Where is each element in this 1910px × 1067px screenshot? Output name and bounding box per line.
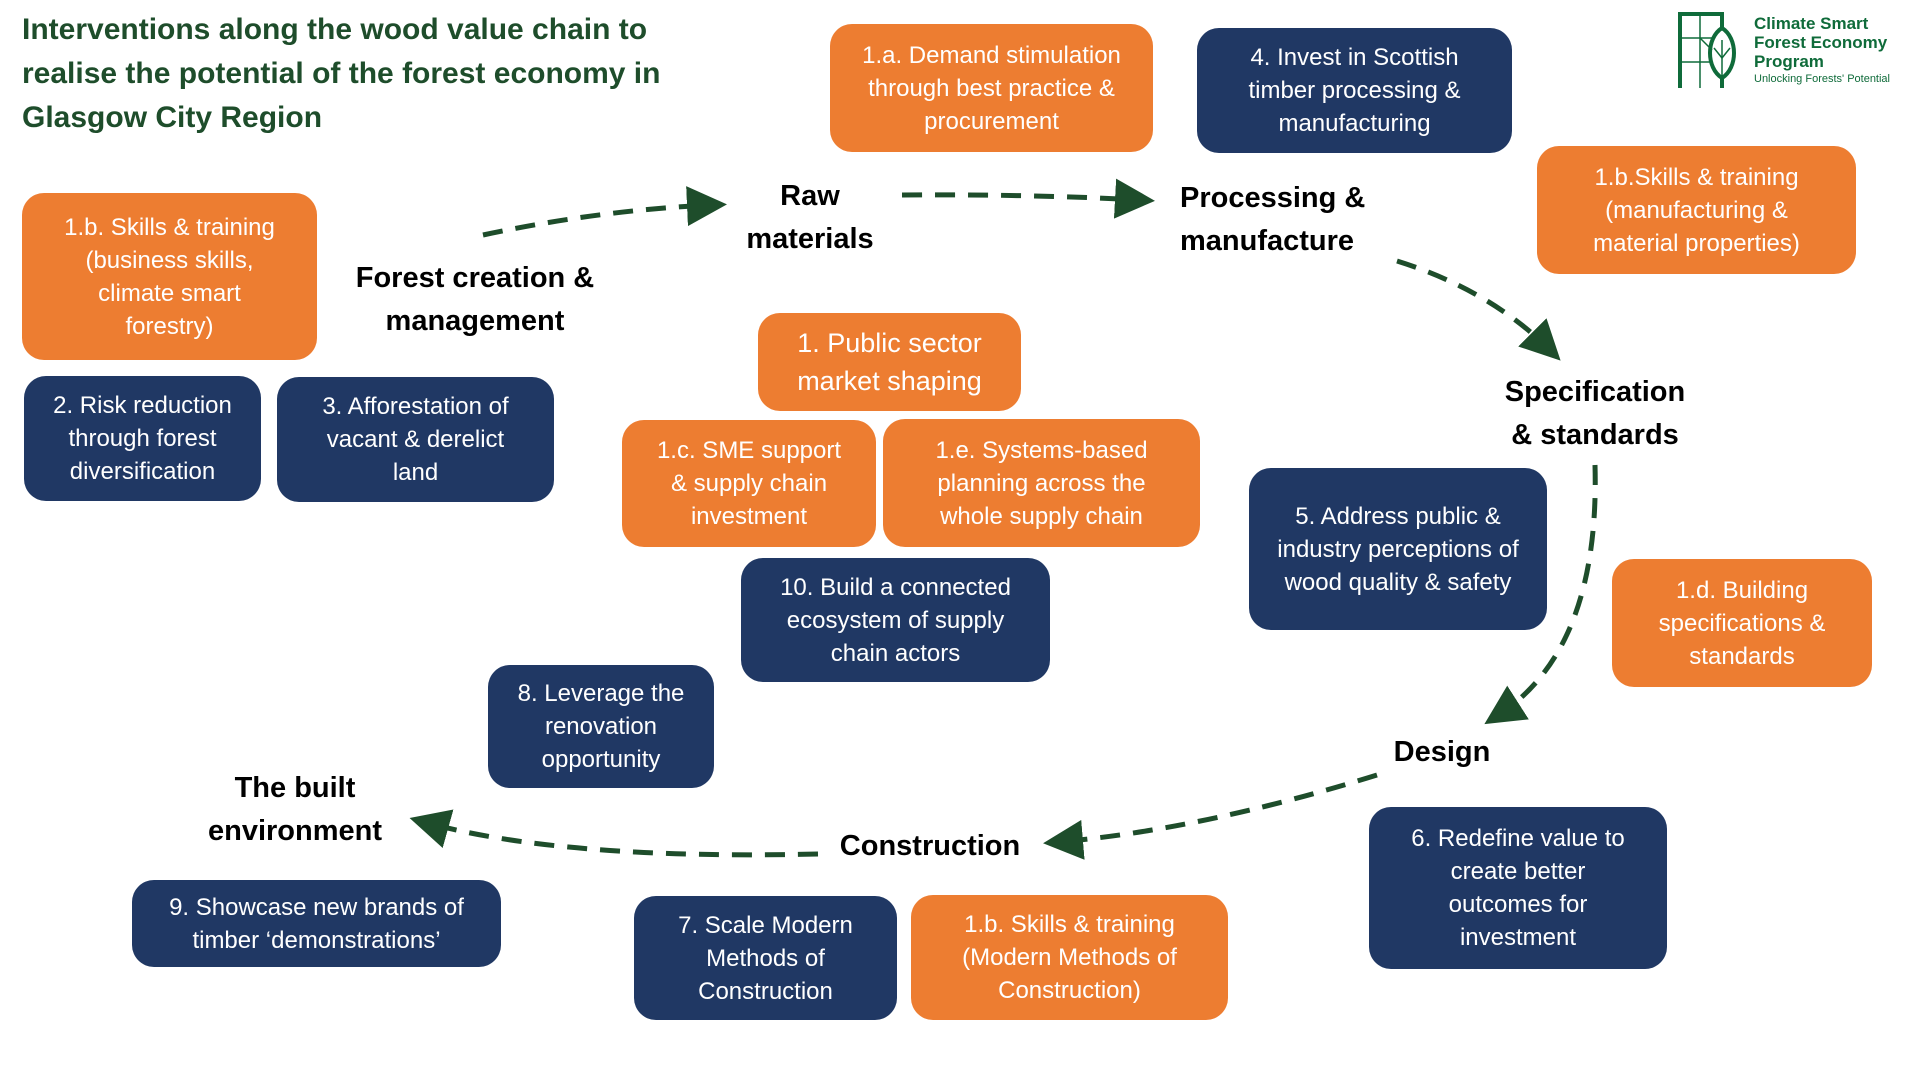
stage-raw-materials: Raw materials xyxy=(730,175,890,261)
arrow-processing-to-specification xyxy=(1396,258,1561,361)
logo-name-line-1: Climate Smart xyxy=(1754,14,1869,33)
intervention-label: 7. Scale Modern Methods of Construction xyxy=(678,911,853,1005)
intervention-9: 9. Showcase new brands of timber ‘demons… xyxy=(132,880,501,967)
stage-construction: Construction xyxy=(830,825,1030,868)
logo: Climate Smart Forest Economy Program Unl… xyxy=(1676,10,1906,90)
intervention-label: 10. Build a connected ecosystem of suppl… xyxy=(780,573,1011,667)
intervention-label: 2. Risk reduction through forest diversi… xyxy=(53,392,232,485)
stage-label-line: & standards xyxy=(1511,419,1679,451)
intervention-1d: 1.d. Building specifications & standards xyxy=(1612,559,1872,687)
intervention-label: 1.d. Building specifications & standards xyxy=(1658,576,1826,670)
intervention-label: 1. Public sector market shaping xyxy=(797,328,982,396)
stage-label-line: environment xyxy=(207,815,383,847)
intervention-1c: 1.c. SME support & supply chain investme… xyxy=(622,420,876,547)
stage-label-line: Design xyxy=(1393,736,1491,768)
intervention-7: 7. Scale Modern Methods of Construction xyxy=(634,896,897,1020)
intervention-4: 4. Invest in Scottish timber processing … xyxy=(1197,28,1512,153)
intervention-1a: 1.a. Demand stimulation through best pra… xyxy=(830,24,1153,152)
intervention-label: 1.a. Demand stimulation through best pra… xyxy=(862,41,1121,135)
stage-specification: Specification & standards xyxy=(1490,371,1700,457)
page-title: Interventions along the wood value chain… xyxy=(22,13,661,134)
intervention-label: 1.c. SME support & supply chain investme… xyxy=(656,437,842,530)
intervention-5: 5. Address public & industry perceptions… xyxy=(1249,468,1547,630)
stage-label-line: materials xyxy=(746,223,874,255)
intervention-1b-mmc: 1.b. Skills & training (Modern Methods o… xyxy=(911,895,1228,1020)
arrow-construction-to-built xyxy=(409,809,819,858)
stage-forest-creation: Forest creation & management xyxy=(340,257,610,343)
intervention-label: 1.b.Skills & training (manufacturing & m… xyxy=(1593,163,1800,257)
intervention-1b-forestry: 1.b. Skills & training (business skills,… xyxy=(22,193,317,360)
arrow-forest-to-raw xyxy=(482,186,727,238)
intervention-label: 9. Showcase new brands of timber ‘demons… xyxy=(169,893,464,954)
intervention-label: 5. Address public & industry perceptions… xyxy=(1277,502,1519,596)
intervention-label: 4. Invest in Scottish timber processing … xyxy=(1248,44,1461,137)
intervention-1b-manufacturing: 1.b.Skills & training (manufacturing & m… xyxy=(1537,146,1856,274)
intervention-label: 6. Redefine value to create better outco… xyxy=(1411,825,1625,951)
stage-label-line: Specification xyxy=(1504,376,1686,408)
intervention-8: 8. Leverage the renovation opportunity xyxy=(488,665,714,788)
stage-label-line: Raw xyxy=(780,180,840,212)
intervention-label: 1.e. Systems-based planning across the w… xyxy=(935,436,1148,530)
stage-label-line: The built xyxy=(234,772,356,804)
intervention-1: 1. Public sector market shaping xyxy=(758,313,1021,411)
intervention-label: 1.b. Skills & training (business skills,… xyxy=(64,213,275,340)
stage-label-line: Forest creation & xyxy=(355,262,595,294)
stage-label-line: management xyxy=(385,305,565,337)
intervention-label: 1.b. Skills & training (Modern Methods o… xyxy=(962,911,1177,1004)
stage-label-line: Processing & xyxy=(1180,182,1366,214)
stage-design: Design xyxy=(1372,731,1512,774)
intervention-label: 3. Afforestation of vacant & derelict la… xyxy=(322,393,509,486)
arrow-design-to-construction xyxy=(1043,772,1378,860)
intervention-6: 6. Redefine value to create better outco… xyxy=(1369,807,1667,969)
logo-name-line-3: Program xyxy=(1754,52,1824,71)
intervention-label: 8. Leverage the renovation opportunity xyxy=(517,680,685,773)
stage-processing: Processing & manufacture xyxy=(1180,177,1400,263)
arrow-raw-to-processing xyxy=(901,178,1155,219)
intervention-10: 10. Build a connected ecosystem of suppl… xyxy=(741,558,1050,682)
stage-built-environment: The built environment xyxy=(185,767,405,853)
building-leaf-icon xyxy=(1678,12,1736,88)
stage-label-line: manufacture xyxy=(1180,225,1355,257)
intervention-3: 3. Afforestation of vacant & derelict la… xyxy=(277,377,554,502)
logo-tagline: Unlocking Forests' Potential xyxy=(1754,73,1890,85)
intervention-1e: 1.e. Systems-based planning across the w… xyxy=(883,419,1200,547)
intervention-2: 2. Risk reduction through forest diversi… xyxy=(24,376,261,501)
logo-name: Climate Smart Forest Economy Program xyxy=(1754,14,1887,71)
stage-label-line: Construction xyxy=(839,830,1021,862)
logo-name-line-2: Forest Economy xyxy=(1754,33,1888,52)
